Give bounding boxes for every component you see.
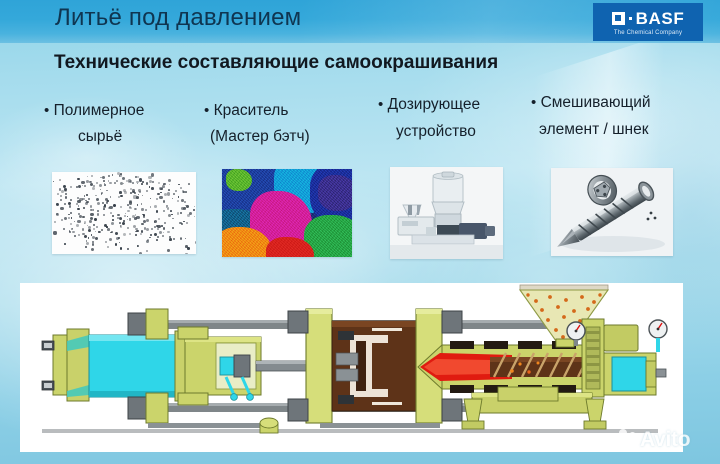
bullet-text-secondary: элемент / шнек <box>539 121 649 138</box>
dosing-image <box>390 167 503 259</box>
mixing-screw-photo <box>551 168 673 256</box>
photo-row <box>0 164 720 264</box>
bullet-text-secondary: устройство <box>396 123 476 140</box>
basf-logo-row: BASF <box>611 8 685 28</box>
section-subtitle: Технические составляющие самоокрашивания <box>54 52 499 73</box>
masterbatch-image <box>222 169 352 257</box>
masterbatch-pellets-photo <box>222 169 352 257</box>
bullet-text-primary: Полимерное <box>53 102 145 119</box>
granulate-image <box>52 172 196 254</box>
bullet-text-secondary: сырьё <box>78 128 123 145</box>
screw-image <box>551 168 673 256</box>
dosing-device-drawing <box>390 167 503 259</box>
pressure-gauge-right <box>648 319 668 352</box>
bullet-text-primary: Краситель <box>213 102 289 119</box>
bullet-text-secondary: (Мастер бэтч) <box>210 128 310 145</box>
mixing-screw-drawing <box>551 168 673 256</box>
pressure-gauge-left <box>566 321 586 346</box>
basf-dot-icon <box>628 16 632 20</box>
bullet-dot-icon: • <box>531 94 537 111</box>
bullet-dot-icon: • <box>204 102 210 119</box>
bullet-line-1: • Дозирующее <box>378 94 480 116</box>
dosing-device-photo <box>390 167 503 259</box>
bullet-item-mixing-screw: • Смешивающий элемент / шнек <box>531 92 651 141</box>
bullet-item-colorant: • Краситель (Мастер бэтч) <box>204 100 310 148</box>
bullet-text-primary: Смешивающий <box>540 94 651 111</box>
basf-logo: BASF The Chemical Company <box>593 3 703 41</box>
bullet-line-1: • Краситель <box>204 100 310 122</box>
basf-wordmark: BASF <box>635 8 685 28</box>
machine-diagram-drawing <box>20 283 683 452</box>
bullet-line-1: • Полимерное <box>44 100 144 122</box>
polymer-granulate-photo <box>52 172 196 254</box>
bullet-line-1: • Смешивающий <box>531 92 651 114</box>
bullet-item-dosing-device: • Дозирующее устройство <box>378 94 480 143</box>
bullet-text-primary: Дозирующее <box>387 96 481 113</box>
masterbatch-texture <box>222 169 352 257</box>
page-title: Литьё под давлением <box>55 4 302 31</box>
injection-molding-machine-cutaway <box>20 283 683 452</box>
basf-tagline: The Chemical Company <box>613 29 683 36</box>
basf-square-icon <box>611 11 625 25</box>
bullet-dot-icon: • <box>44 102 50 119</box>
bullet-list: • Полимерное сырьё • Краситель (Мастер б… <box>0 92 720 162</box>
bullet-item-polymer-raw-material: • Полимерное сырьё <box>44 100 144 148</box>
bullet-dot-icon: • <box>378 96 384 113</box>
